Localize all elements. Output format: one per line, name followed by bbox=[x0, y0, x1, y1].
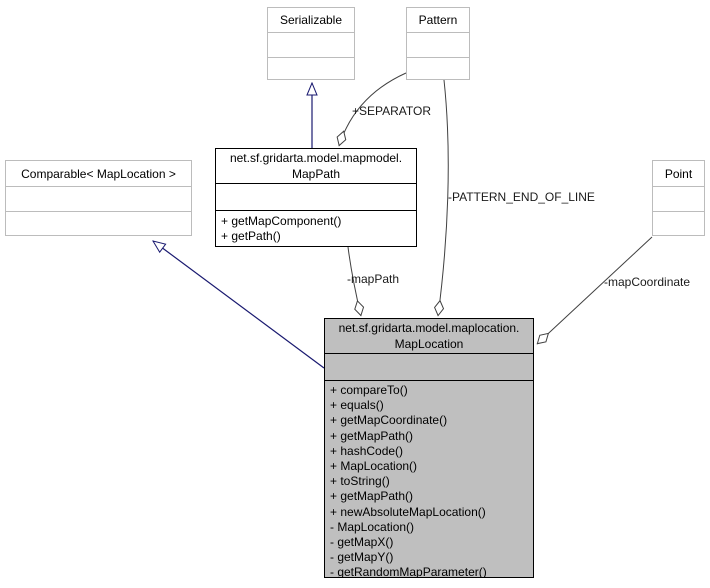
attributes-compartment bbox=[407, 32, 469, 57]
methods-compartment bbox=[268, 57, 354, 79]
method-item: - getMapY() bbox=[330, 550, 394, 565]
methods-compartment bbox=[6, 211, 191, 235]
methods-compartment bbox=[653, 211, 704, 235]
attributes-compartment bbox=[6, 186, 191, 211]
edge-inheritance-maplocation-comparable bbox=[153, 241, 325, 369]
class-name: Comparable< MapLocation > bbox=[21, 166, 176, 181]
method-item: + getMapPath() bbox=[330, 489, 414, 504]
attributes-compartment bbox=[325, 353, 533, 380]
class-box-comparable: Comparable< MapLocation > bbox=[5, 160, 192, 236]
class-name-line2: MapLocation bbox=[394, 337, 464, 351]
edge-label-separator: +SEPARATOR bbox=[352, 104, 432, 118]
class-box-mappath[interactable]: net.sf.gridarta.model.mapmodel. MapPath … bbox=[215, 148, 417, 247]
methods-compartment: + compareTo()+ equals()+ getMapCoordinat… bbox=[325, 380, 533, 577]
edge-label-map-path: -mapPath bbox=[347, 272, 400, 286]
attributes-compartment bbox=[268, 32, 354, 57]
attributes-compartment bbox=[653, 186, 704, 211]
method-item: + newAbsoluteMapLocation() bbox=[330, 504, 486, 519]
class-name: net.sf.gridarta.model.maplocation. MapLo… bbox=[325, 319, 533, 353]
method-item: + getMapPath() bbox=[330, 428, 414, 443]
class-name: net.sf.gridarta.model.mapmodel. MapPath bbox=[216, 149, 416, 183]
class-box-maplocation: net.sf.gridarta.model.maplocation. MapLo… bbox=[324, 318, 534, 578]
edge-label-map-coordinate: -mapCoordinate bbox=[604, 275, 691, 289]
method-item: - getMapX() bbox=[330, 535, 394, 550]
method-item: + getPath() bbox=[221, 229, 281, 243]
class-name: Serializable bbox=[279, 13, 343, 27]
class-name-line1: net.sf.gridarta.model.maplocation. bbox=[338, 321, 520, 335]
method-item: + hashCode() bbox=[330, 443, 404, 458]
method-item: + getMapCoordinate() bbox=[330, 413, 448, 428]
edge-aggregation-mapcoordinate bbox=[536, 236, 653, 345]
class-name-line2: MapPath bbox=[291, 167, 341, 181]
class-name: Pattern bbox=[418, 13, 458, 27]
class-box-serializable: Serializable bbox=[267, 7, 355, 80]
method-item: + toString() bbox=[330, 474, 390, 489]
edge-label-pattern-end-of-line: -PATTERN_END_OF_LINE bbox=[448, 190, 595, 204]
methods-compartment bbox=[407, 57, 469, 79]
class-box-point: Point bbox=[652, 160, 705, 236]
class-name-line1: net.sf.gridarta.model.mapmodel. bbox=[229, 151, 403, 165]
method-item: - MapLocation() bbox=[330, 519, 415, 534]
class-name: Point bbox=[664, 166, 693, 181]
method-item: + MapLocation() bbox=[330, 459, 418, 474]
methods-compartment: + getMapComponent()+ getPath() bbox=[216, 210, 416, 246]
method-item: + compareTo() bbox=[330, 383, 408, 397]
attributes-compartment bbox=[216, 183, 416, 210]
method-item: - getRandomMapParameter() bbox=[330, 565, 487, 577]
edge-aggregation-pattern-end-of-line bbox=[434, 79, 449, 317]
method-item: + getMapComponent() bbox=[221, 214, 342, 228]
method-item: + equals() bbox=[330, 398, 384, 413]
class-box-pattern: Pattern bbox=[406, 7, 470, 80]
